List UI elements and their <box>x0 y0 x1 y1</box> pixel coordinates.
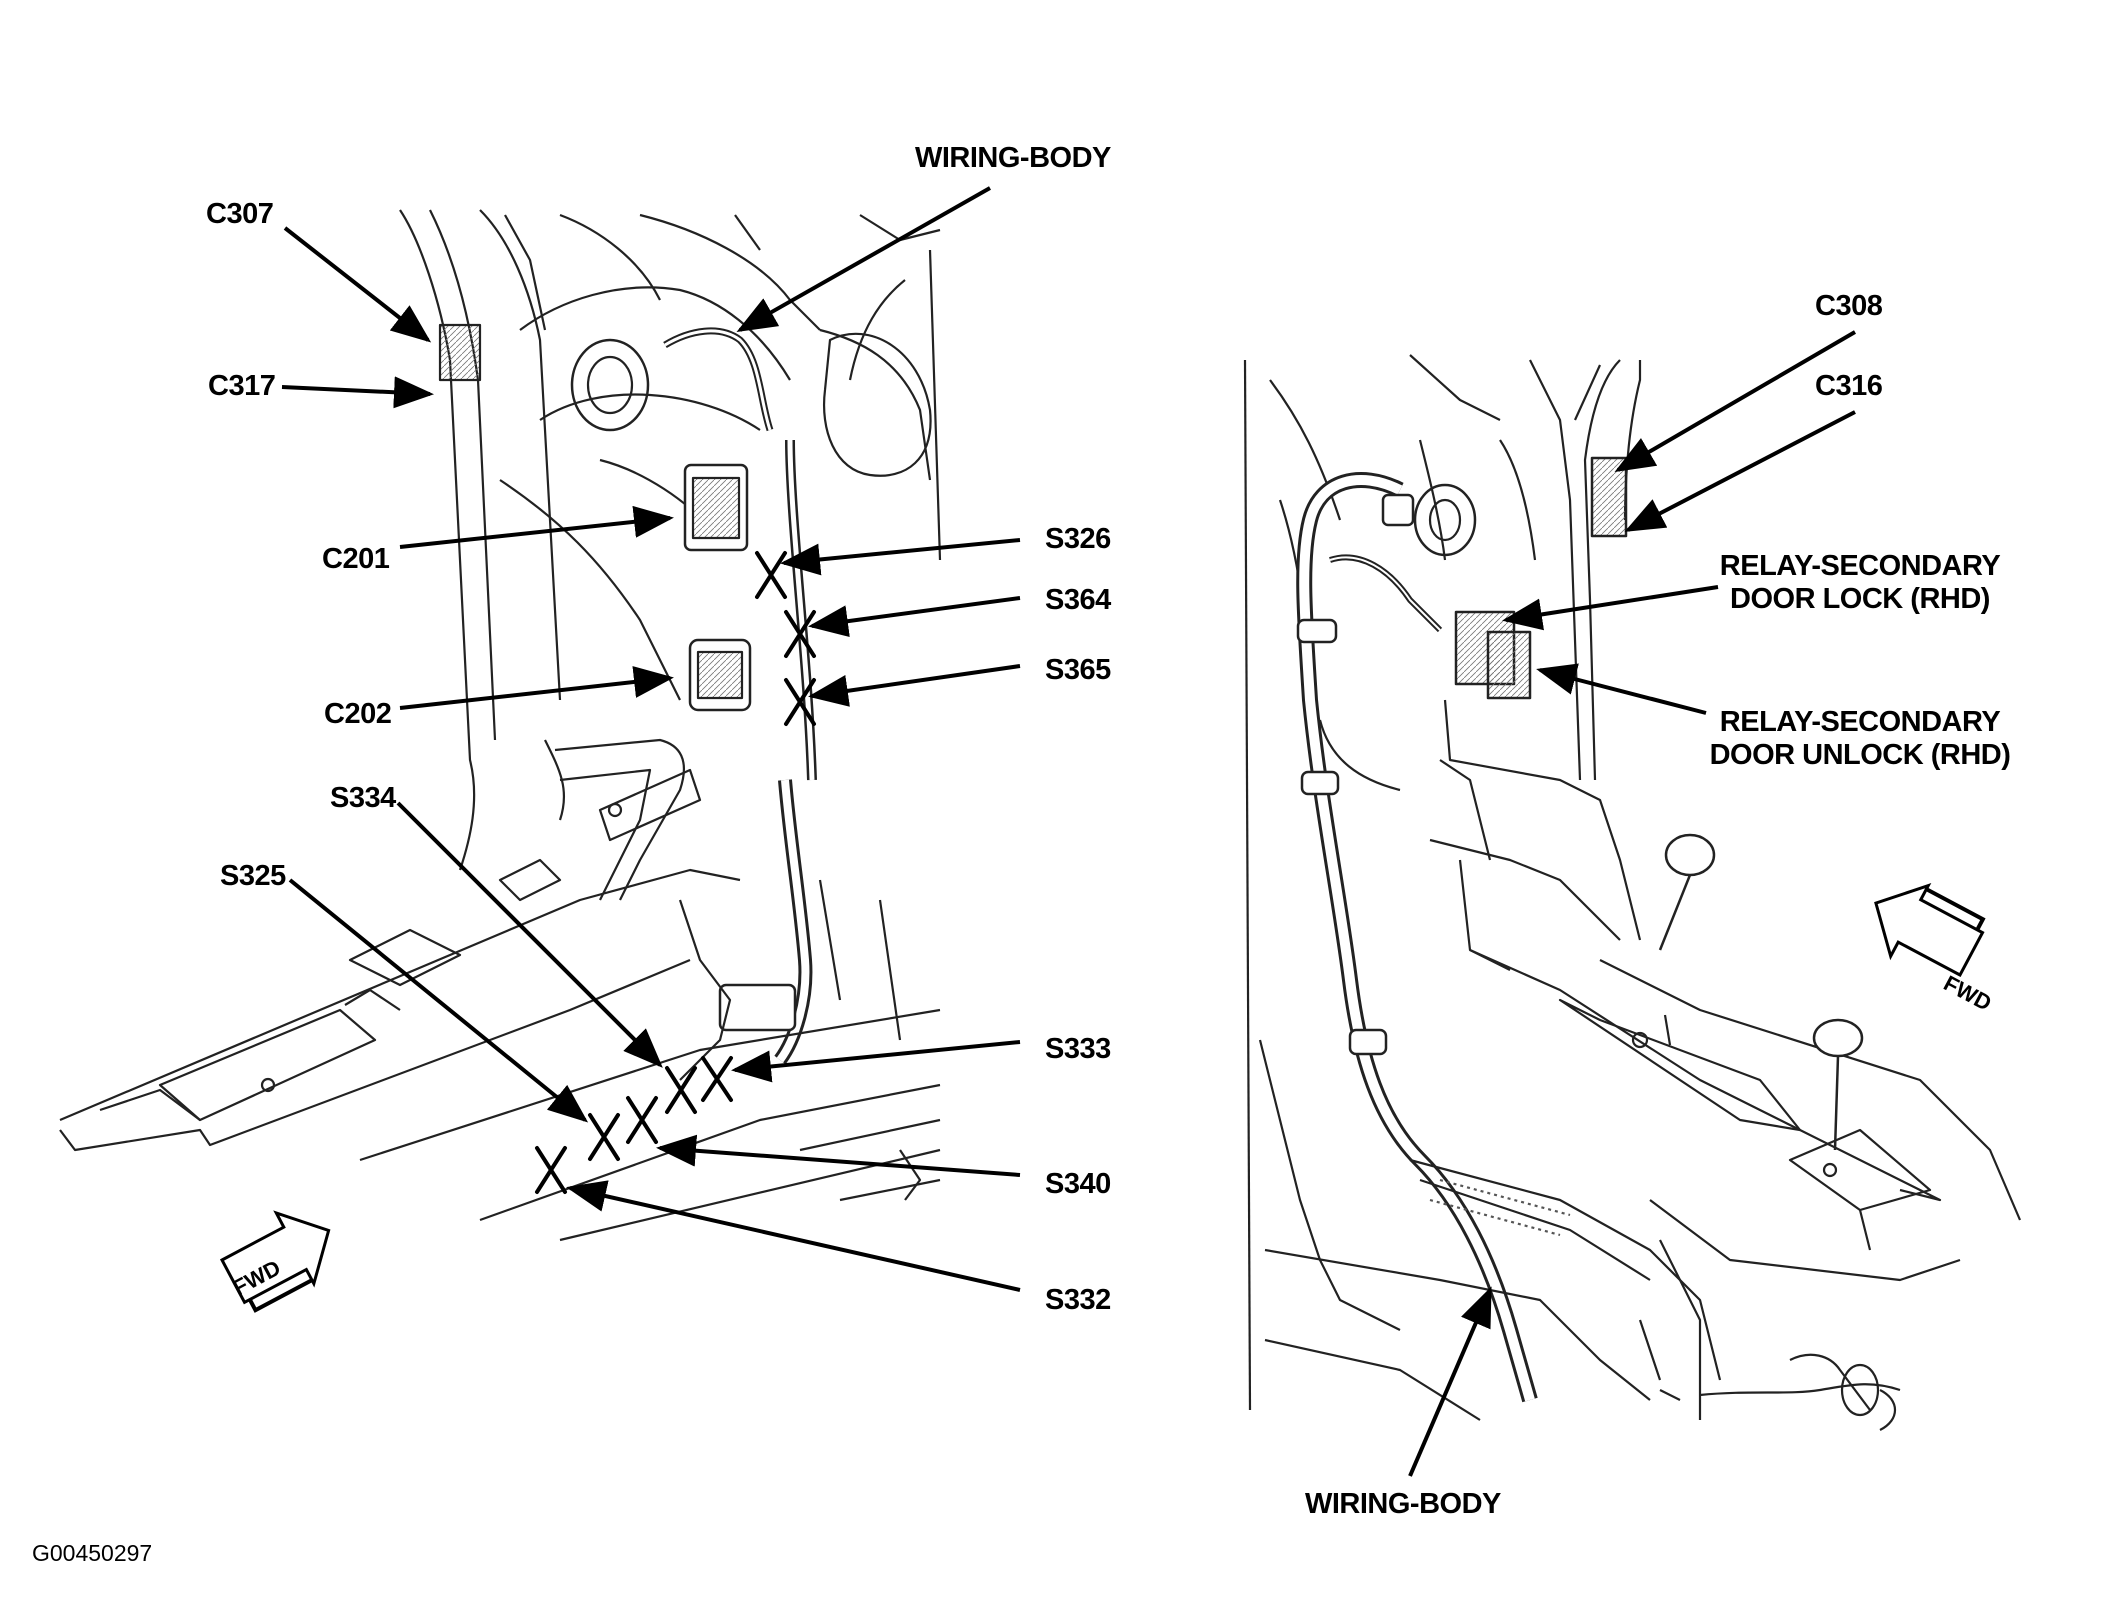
right-view-drawing <box>1243 354 2022 1431</box>
leader-s326 <box>780 538 1021 576</box>
label-wiring-body-right: WIRING-BODY <box>1305 1488 1501 1520</box>
label-relay-door-lock: RELAY-SECONDARY DOOR LOCK (RHD) <box>1710 550 2010 617</box>
leader-wiring-body-left <box>736 186 991 332</box>
leader-s365 <box>808 664 1021 707</box>
leader-s334 <box>396 801 663 1068</box>
label-s365: S365 <box>1045 654 1111 686</box>
leader-relay-lock <box>1502 585 1719 631</box>
label-c316: C316 <box>1815 370 1883 402</box>
leader-c201 <box>399 505 674 549</box>
leader-relay-unlock <box>1536 663 1707 715</box>
leader-s325 <box>288 878 589 1123</box>
leader-c317 <box>281 376 434 409</box>
label-relay-door-unlock-line1: RELAY-SECONDARY <box>1719 706 2001 738</box>
fwd-arrow-left <box>219 1210 331 1313</box>
label-c201: C201 <box>322 543 390 575</box>
leader-wiring-body-right <box>1408 1286 1492 1477</box>
left-view-drawing <box>59 209 942 1242</box>
label-c308: C308 <box>1815 290 1883 322</box>
leader-c202 <box>399 666 674 710</box>
splice-marks <box>535 551 816 1194</box>
label-wiring-body-left: WIRING-BODY <box>915 142 1111 174</box>
label-s325: S325 <box>220 860 286 892</box>
label-c202: C202 <box>324 698 392 730</box>
leader-s333 <box>731 1040 1021 1083</box>
leader-c316 <box>1624 410 1856 532</box>
label-s340: S340 <box>1045 1168 1111 1200</box>
leader-s364 <box>808 596 1021 638</box>
label-relay-door-unlock-line2: DOOR UNLOCK (RHD) <box>1709 739 2011 772</box>
label-c317: C317 <box>208 370 276 402</box>
leader-s332 <box>566 1180 1021 1292</box>
label-relay-door-lock-line1: RELAY-SECONDARY <box>1719 550 2001 582</box>
leader-c307 <box>283 226 432 343</box>
leader-c308 <box>1614 330 1857 473</box>
label-relay-door-unlock: RELAY-SECONDARY DOOR UNLOCK (RHD) <box>1700 706 2020 773</box>
label-s333: S333 <box>1045 1033 1111 1065</box>
leader-s340 <box>656 1134 1021 1177</box>
label-s364: S364 <box>1045 584 1111 616</box>
label-relay-door-lock-line2: DOOR LOCK (RHD) <box>1730 583 1990 616</box>
fwd-text-right: FWD <box>1940 970 1996 1016</box>
figure-id: G00450297 <box>32 1540 153 1566</box>
label-s334: S334 <box>330 782 396 814</box>
label-s332: S332 <box>1045 1284 1111 1316</box>
label-s326: S326 <box>1045 523 1111 555</box>
fwd-arrow-right <box>1874 883 1986 978</box>
label-c307: C307 <box>206 198 274 230</box>
